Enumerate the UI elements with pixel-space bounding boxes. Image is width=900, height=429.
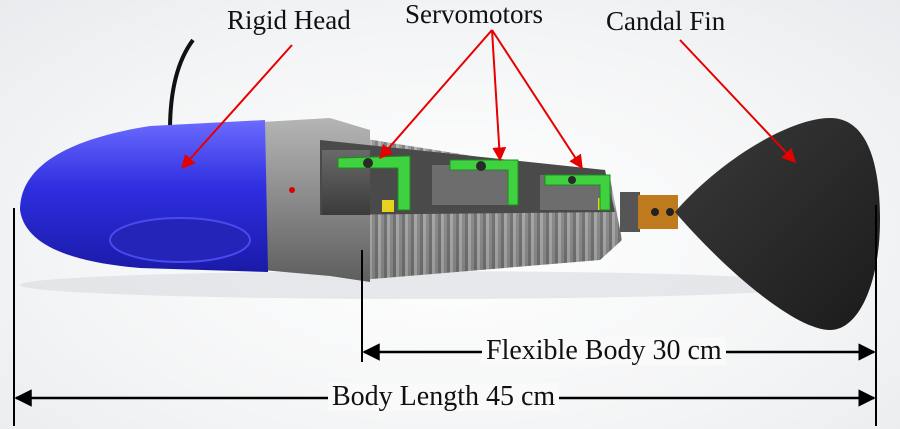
indicator-dot [289,187,295,193]
caudal-fin-label: Candal Fin [606,6,726,36]
servo-block-2 [432,165,514,205]
servomotors-label: Servomotors [405,0,543,29]
servo-arrow-1 [379,29,493,160]
servo-bracket-1 [337,155,411,211]
body-length-label: Body Length 45 cm [328,383,560,411]
rigid-head-arrow [181,44,293,170]
caudal-fin-arrow [679,39,796,164]
servo-arrow-2 [491,29,507,162]
caudal-fin [675,118,880,330]
flexible-body-label: Flexible Body 30 cm [482,337,726,365]
servo-arrow-3 [491,29,583,170]
ground-shadow [20,271,820,299]
servo-connector-1 [382,200,394,212]
head-window [109,217,251,263]
servo-bracket-3 [544,174,611,211]
peduncle-joint [620,192,640,232]
rigid-head-label: Rigid Head [227,5,351,35]
antenna-cable [168,38,195,131]
